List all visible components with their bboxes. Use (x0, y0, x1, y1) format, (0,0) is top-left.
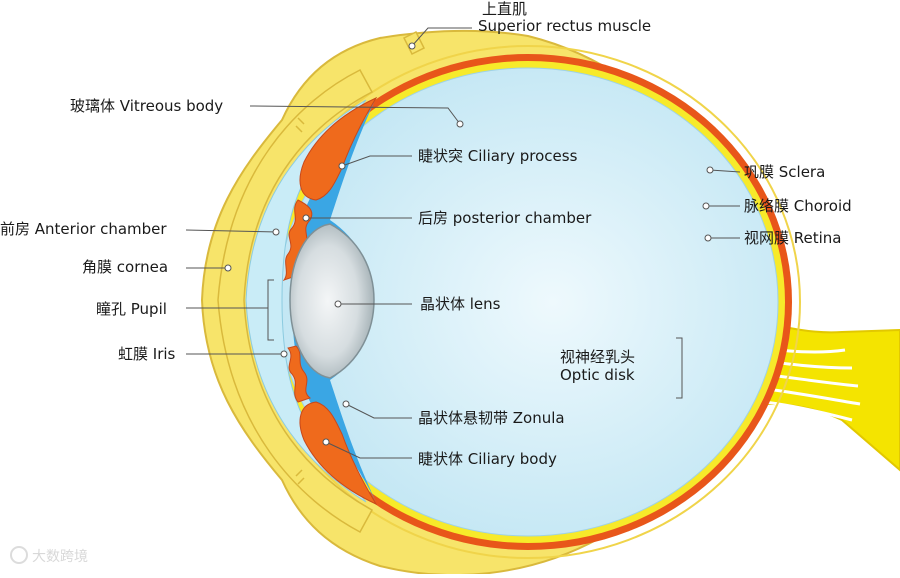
label-superior-rectus-zh: 上直肌 (482, 0, 528, 18)
label-choroid: 脉络膜 Choroid (744, 197, 852, 215)
watermark-text: 大数跨境 (32, 549, 88, 565)
ciliary-body-bottom (299, 401, 378, 506)
label-anterior-chamber: 前房 Anterior chamber (0, 220, 167, 238)
ciliary-process-top (299, 96, 378, 201)
optic-nerve-fibers (719, 340, 861, 422)
anterior-chamber (245, 99, 367, 503)
leader-anterior-chamber (185, 229, 279, 233)
leader-vitreous (249, 105, 461, 125)
cornea (217, 69, 374, 534)
label-zonula: 晶状体悬韧带 Zonula (418, 409, 565, 427)
label-sclera: 巩膜 Sclera (744, 163, 826, 181)
label-posterior-chamber: 后房 posterior chamber (418, 209, 592, 227)
label-optic-disk-zh: 视神经乳头 (560, 348, 636, 366)
label-vitreous-body: 玻璃体 Vitreous body (70, 97, 224, 115)
label-ciliary-process: 睫状突 Ciliary process (418, 147, 578, 165)
leader-sclera (709, 169, 741, 173)
label-optic-disk-en: Optic disk (560, 366, 635, 384)
label-lens: 晶状体 lens (420, 295, 501, 313)
optic-disk-bracket (676, 337, 683, 399)
label-iris: 虹膜 Iris (118, 345, 176, 363)
iris-bottom (287, 345, 312, 403)
leader-lines (185, 27, 741, 459)
leader-zonula (345, 403, 412, 419)
leader-superior-rectus (411, 27, 472, 47)
watermark-logo-icon (10, 546, 28, 564)
leader-ciliary-process (341, 155, 412, 167)
label-superior-rectus-en: Superior rectus muscle (478, 17, 652, 35)
leader-ciliary-body (325, 441, 412, 459)
conjunctiva-marks (295, 117, 305, 485)
watermark: 大数跨境 (10, 546, 88, 566)
label-pupil: 瞳孔 Pupil (96, 300, 167, 318)
leader-dots (224, 42, 714, 446)
lens (289, 223, 375, 379)
label-retina: 视网膜 Retina (744, 229, 842, 247)
pupil-bracket (267, 279, 274, 341)
label-cornea: 角膜 cornea (82, 258, 169, 276)
label-ciliary-body: 睫状体 Ciliary body (418, 450, 557, 468)
